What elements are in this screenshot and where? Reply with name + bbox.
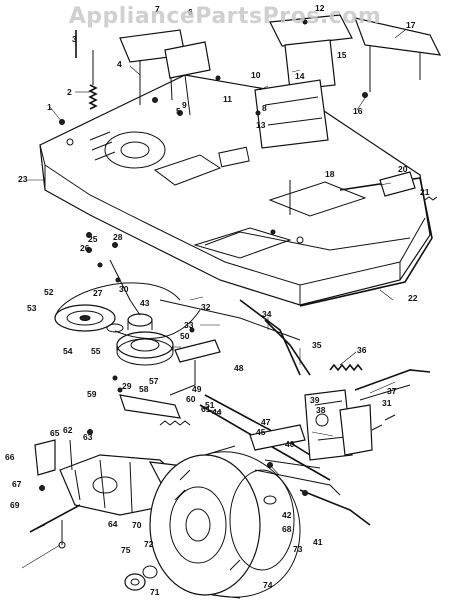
- callout-44: 44: [212, 407, 222, 417]
- callout-10: 10: [251, 70, 261, 80]
- callout-58: 58: [139, 384, 149, 394]
- callout-12: 12: [315, 3, 325, 13]
- callout-64: 64: [108, 519, 118, 529]
- callout-29: 29: [122, 381, 132, 391]
- callout-39: 39: [310, 395, 320, 405]
- callout-57: 57: [149, 376, 159, 386]
- watermark-text: AppliancePartsPros.com: [68, 4, 382, 29]
- callout-53: 53: [27, 303, 37, 313]
- callout-42: 42: [282, 510, 292, 520]
- callout-1: 1: [47, 102, 52, 112]
- callout-68: 68: [282, 524, 292, 534]
- callout-48: 48: [234, 363, 244, 373]
- callout-11: 11: [223, 94, 232, 104]
- callout-43: 43: [140, 298, 150, 308]
- callout-62: 62: [63, 425, 73, 435]
- callout-41: 41: [313, 537, 323, 547]
- callout-50: 50: [180, 331, 190, 341]
- callout-3: 3: [72, 34, 77, 44]
- callout-14: 14: [295, 71, 305, 81]
- callout-35: 35: [312, 340, 322, 350]
- callout-6: 6: [188, 7, 193, 17]
- callout-9: 9: [182, 100, 187, 110]
- callout-32: 32: [201, 302, 211, 312]
- callout-22: 22: [408, 293, 418, 303]
- callout-73: 73: [293, 544, 303, 554]
- callout-65: 65: [50, 428, 60, 438]
- callout-23: 23: [18, 174, 28, 184]
- callout-51: 51: [205, 400, 215, 410]
- callout-31: 31: [382, 398, 392, 408]
- brake-assembly: [249, 389, 373, 526]
- callout-66: 66: [5, 452, 15, 462]
- callout-71: 71: [150, 587, 160, 597]
- callout-54: 54: [63, 346, 73, 356]
- callout-45: 45: [256, 427, 266, 437]
- callout-37: 37: [387, 386, 397, 396]
- callout-69: 69: [10, 500, 20, 510]
- callout-15: 15: [337, 50, 347, 60]
- callout-38: 38: [316, 405, 326, 415]
- callout-59: 59: [87, 389, 97, 399]
- callout-49: 49: [192, 384, 202, 394]
- callout-55: 55: [91, 346, 101, 356]
- callout-36: 36: [357, 345, 367, 355]
- hardware-fasteners: [39, 19, 438, 496]
- callout-20: 20: [398, 164, 408, 174]
- leader-lines: [21, 29, 406, 569]
- upper-brackets: [75, 14, 442, 149]
- callout-75: 75: [121, 545, 131, 555]
- callout-25: 25: [88, 234, 98, 244]
- callout-27: 27: [93, 288, 103, 298]
- callout-16: 16: [353, 106, 363, 116]
- callout-67: 67: [12, 479, 22, 489]
- callout-72: 72: [144, 539, 154, 549]
- callout-18: 18: [325, 169, 335, 179]
- linkage-rods: [119, 299, 431, 481]
- chassis-frame: [39, 74, 433, 307]
- callout-30: 30: [119, 284, 129, 294]
- callout-2: 2: [67, 87, 72, 97]
- rear-tire: [124, 445, 301, 599]
- callout-4: 4: [117, 59, 122, 69]
- callout-13: 13: [256, 120, 266, 130]
- callout-21: 21: [420, 187, 430, 197]
- callout-52: 52: [44, 287, 54, 297]
- callout-26: 26: [80, 243, 90, 253]
- drive-pulleys: [54, 259, 301, 366]
- callout-33: 33: [184, 320, 194, 330]
- callout-74: 74: [263, 580, 273, 590]
- callout-7: 7: [155, 4, 160, 14]
- callout-40: 40: [285, 439, 295, 449]
- callout-28: 28: [113, 232, 123, 242]
- callout-17: 17: [406, 20, 416, 30]
- callout-61: 61: [201, 404, 211, 414]
- callout-63: 63: [83, 432, 93, 442]
- callout-60: 60: [186, 394, 196, 404]
- callout-70: 70: [132, 520, 142, 530]
- callout-5: 5: [176, 106, 181, 116]
- callout-8: 8: [262, 103, 267, 113]
- callout-34: 34: [262, 309, 272, 319]
- callout-47: 47: [261, 417, 271, 427]
